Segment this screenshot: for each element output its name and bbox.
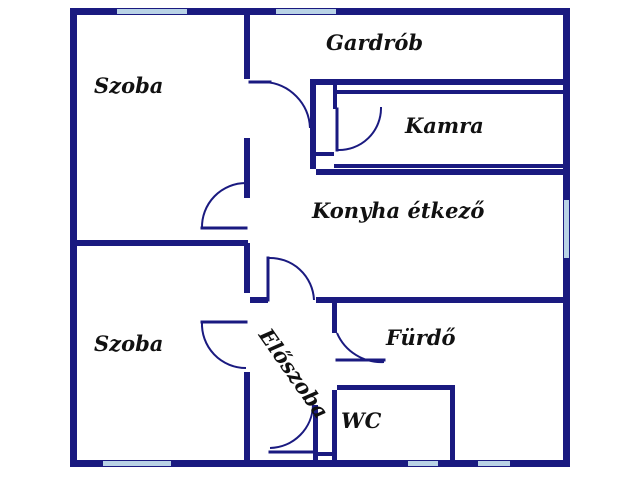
window-bottom-left bbox=[103, 461, 171, 466]
wall-kamra-inner-top bbox=[336, 90, 565, 94]
wall-left-column-bottom bbox=[244, 372, 250, 462]
doors bbox=[200, 80, 386, 454]
wall-wc-left bbox=[313, 405, 318, 462]
wall-left-column-upper bbox=[244, 15, 250, 79]
label-eloszoba: Előszoba bbox=[253, 323, 334, 423]
wall-left-column-mid bbox=[244, 138, 250, 198]
wall-kamra-stub bbox=[316, 152, 334, 156]
door-konyha bbox=[266, 256, 315, 302]
wall-kamra-inner-left bbox=[333, 85, 337, 109]
outer-wall-left bbox=[70, 8, 77, 467]
window-top-left bbox=[117, 9, 187, 14]
window-bottom-mid bbox=[408, 461, 438, 466]
wall-gardrob-bottom bbox=[310, 79, 565, 85]
door-furdo bbox=[335, 332, 386, 364]
wall-furdo-left-lower bbox=[332, 390, 337, 462]
label-furdo: Fürdő bbox=[385, 325, 456, 350]
wall-between-szoba bbox=[77, 240, 248, 246]
door-szoba-top bbox=[200, 182, 248, 230]
outer-wall-bottom bbox=[70, 460, 570, 467]
label-kamra: Kamra bbox=[404, 113, 484, 138]
label-gardrob: Gardrób bbox=[326, 30, 423, 55]
wall-konyha-bottom bbox=[316, 297, 565, 303]
label-konyha: Konyha étkező bbox=[311, 198, 484, 223]
wall-kamra-left bbox=[310, 79, 316, 169]
wall-wc-top bbox=[337, 385, 454, 390]
door-wc bbox=[268, 404, 315, 454]
door-szoba-bottom bbox=[200, 320, 248, 370]
label-wc: WC bbox=[341, 408, 382, 433]
label-szoba-top: Szoba bbox=[94, 73, 163, 98]
wall-kamra-bottom-inner bbox=[334, 164, 565, 168]
windows bbox=[103, 9, 569, 466]
wall-wc-stub bbox=[318, 452, 334, 456]
label-szoba-bottom: Szoba bbox=[94, 331, 163, 356]
wall-furdo-top-left bbox=[250, 297, 268, 303]
window-right bbox=[564, 200, 569, 258]
door-gardrob bbox=[248, 80, 311, 129]
door-kamra bbox=[335, 106, 383, 152]
wall-left-column-lower bbox=[244, 243, 250, 293]
window-bottom-right bbox=[478, 461, 510, 466]
window-top-right bbox=[276, 9, 336, 14]
wall-wc-right bbox=[450, 385, 455, 462]
wall-furdo-left bbox=[332, 303, 337, 333]
wall-kamra-bottom bbox=[316, 169, 565, 175]
interior-walls bbox=[77, 15, 565, 462]
